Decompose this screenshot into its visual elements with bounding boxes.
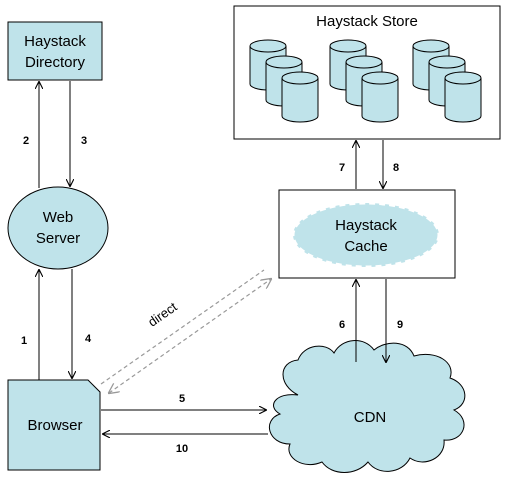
web-server-label-2: Server [36,230,80,247]
haystack-directory-node: Haystack Directory [7,21,103,81]
storage-disk-icon [281,71,319,123]
cdn-label: CDN [354,409,387,426]
haystack-cache-ellipse [291,201,441,269]
edge-9-label: 9 [397,319,403,331]
haystack-directory-label-2: Directory [25,54,86,71]
cdn-cloud [269,340,466,473]
direct-edge-arrow-outline [100,269,265,385]
edge-2-label: 2 [23,135,29,147]
haystack-cache-label-2: Cache [344,238,387,255]
storage-disk-icon [361,71,399,123]
browser-label: Browser [27,417,82,434]
web-server-node: Web Server [7,186,109,270]
edge-1-label: 1 [21,335,27,347]
haystack-cache-node: Haystack Cache [278,189,456,279]
cdn-node: CDN [269,340,466,473]
edge-6-label: 6 [339,319,345,331]
web-server-ellipse [7,186,109,270]
web-server-label-1: Web [43,209,74,226]
browser-node: Browser [7,379,101,471]
edge-4-label: 4 [85,333,92,345]
storage-disks [249,39,482,123]
edge-3-label: 3 [81,135,87,147]
haystack-store-title: Haystack Store [316,13,418,30]
haystack-store-node: Haystack Store [233,5,501,140]
edge-7-label: 7 [339,162,345,174]
edge-10-label: 10 [176,443,188,455]
haystack-directory-box [7,21,103,81]
direct-edge-arrow [109,279,271,393]
direct-edge-label: direct [145,299,180,330]
browser-box [7,379,101,471]
storage-disk-icon [444,71,482,123]
haystack-cache-label-1: Haystack [335,217,397,234]
edge-8-label: 8 [393,162,399,174]
haystack-directory-label-1: Haystack [24,33,86,50]
edge-5-label: 5 [179,393,185,405]
